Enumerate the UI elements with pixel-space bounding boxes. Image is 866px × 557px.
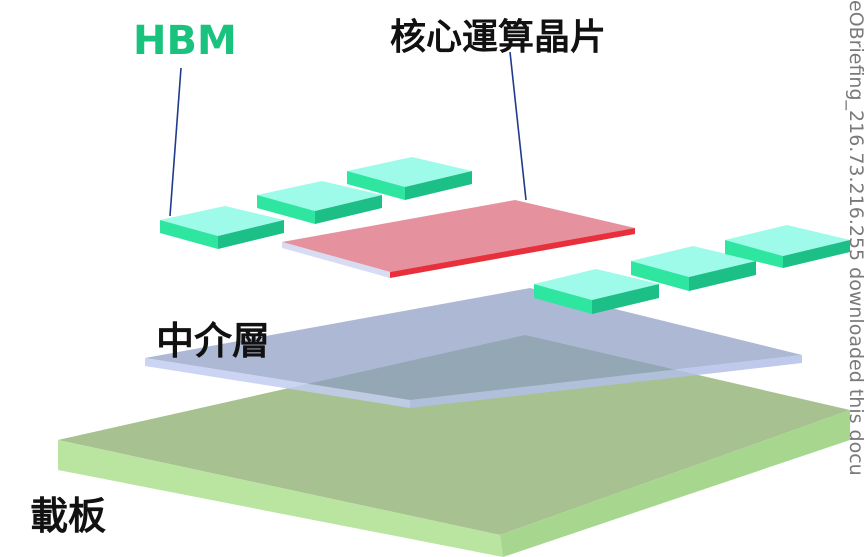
hbm-stack: [160, 206, 284, 249]
hbm-stack: [725, 225, 850, 268]
hbm-stack: [534, 269, 659, 314]
substrate-left-side: [58, 440, 503, 557]
interposer-label: 中介層: [156, 319, 271, 363]
interposer-left-edge: [145, 358, 410, 408]
interposer-right-edge: [410, 355, 802, 408]
substrate-top: [58, 335, 850, 535]
core-chip-label: 核心運算晶片: [390, 17, 607, 58]
hbm-label: HBM: [133, 18, 237, 64]
interposer-top: [145, 288, 802, 400]
substrate-right-side: [500, 410, 850, 557]
interposer-layer: [145, 288, 802, 408]
hbm-leader-line: [169, 67, 182, 217]
hbm-stack: [257, 181, 382, 224]
hbm-stack: [347, 157, 472, 200]
substrate-label: 載板: [30, 494, 107, 538]
core-chip-leader-line: [509, 51, 527, 201]
core-chip: [282, 200, 635, 278]
download-watermark: eOBriefing_216.73.216.255 downloaded thi…: [845, 0, 866, 476]
hbm-stack: [631, 246, 756, 291]
substrate-layer: [58, 335, 850, 557]
